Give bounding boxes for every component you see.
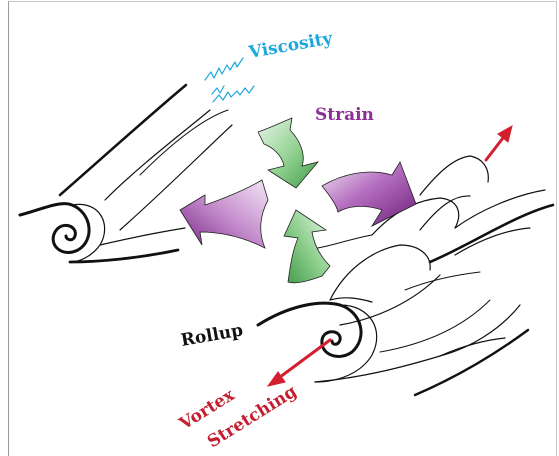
- strain-label: Strain: [315, 105, 374, 125]
- strain-arrow-right: [322, 162, 416, 226]
- wavy-lines-icon: [205, 58, 254, 102]
- viscosity-label: Viscosity: [246, 28, 335, 63]
- compression-arrow-upper: [258, 118, 318, 188]
- strain-arrow-left: [180, 180, 268, 248]
- rollup-label: Rollup: [179, 320, 244, 351]
